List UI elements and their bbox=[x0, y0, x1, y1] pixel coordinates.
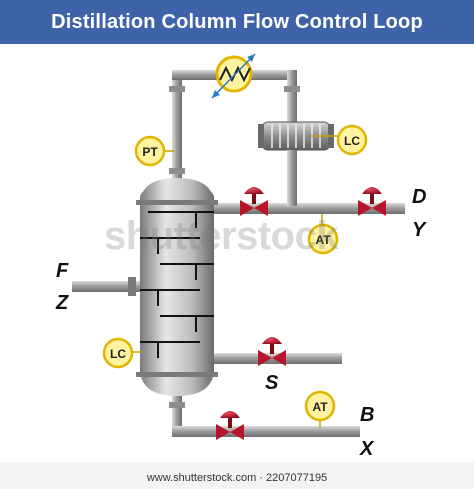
distillation-column bbox=[136, 178, 218, 396]
page-title: Distillation Column Flow Control Loop bbox=[51, 10, 423, 33]
valve-bottoms[interactable] bbox=[216, 411, 244, 440]
stream-label-z: Z bbox=[55, 292, 69, 314]
stream-label-s: S bbox=[265, 372, 279, 394]
heat-exchanger bbox=[211, 53, 256, 99]
stream-label-f: F bbox=[56, 260, 69, 282]
pressure-transmitter[interactable]: PT bbox=[134, 135, 166, 167]
level-controller-top[interactable]: LC bbox=[336, 124, 368, 156]
stream-label-x: X bbox=[359, 438, 375, 460]
feed-line bbox=[72, 277, 140, 296]
title-bar: Distillation Column Flow Control Loop bbox=[0, 0, 474, 44]
at-distillate-label: AT bbox=[315, 233, 331, 247]
valve-distillate-2[interactable] bbox=[358, 187, 386, 216]
at-bottoms-label: AT bbox=[312, 400, 328, 414]
level-controller-bottom[interactable]: LC bbox=[102, 337, 134, 369]
analyzer-distillate[interactable]: AT bbox=[307, 223, 339, 255]
valve-distillate-1[interactable] bbox=[240, 187, 268, 216]
lc-top-label: LC bbox=[344, 134, 360, 148]
footer-credit: www.shutterstock.com · 2207077195 bbox=[146, 471, 328, 484]
stream-label-y: Y bbox=[412, 219, 427, 241]
footer-strip bbox=[0, 462, 474, 489]
pt-label: PT bbox=[142, 145, 158, 159]
stream-label-b: B bbox=[360, 404, 374, 426]
analyzer-bottoms[interactable]: AT bbox=[304, 390, 336, 422]
stream-label-d: D bbox=[412, 186, 426, 208]
lc-bottom-label: LC bbox=[110, 347, 126, 361]
valve-side-draw[interactable] bbox=[258, 337, 286, 366]
